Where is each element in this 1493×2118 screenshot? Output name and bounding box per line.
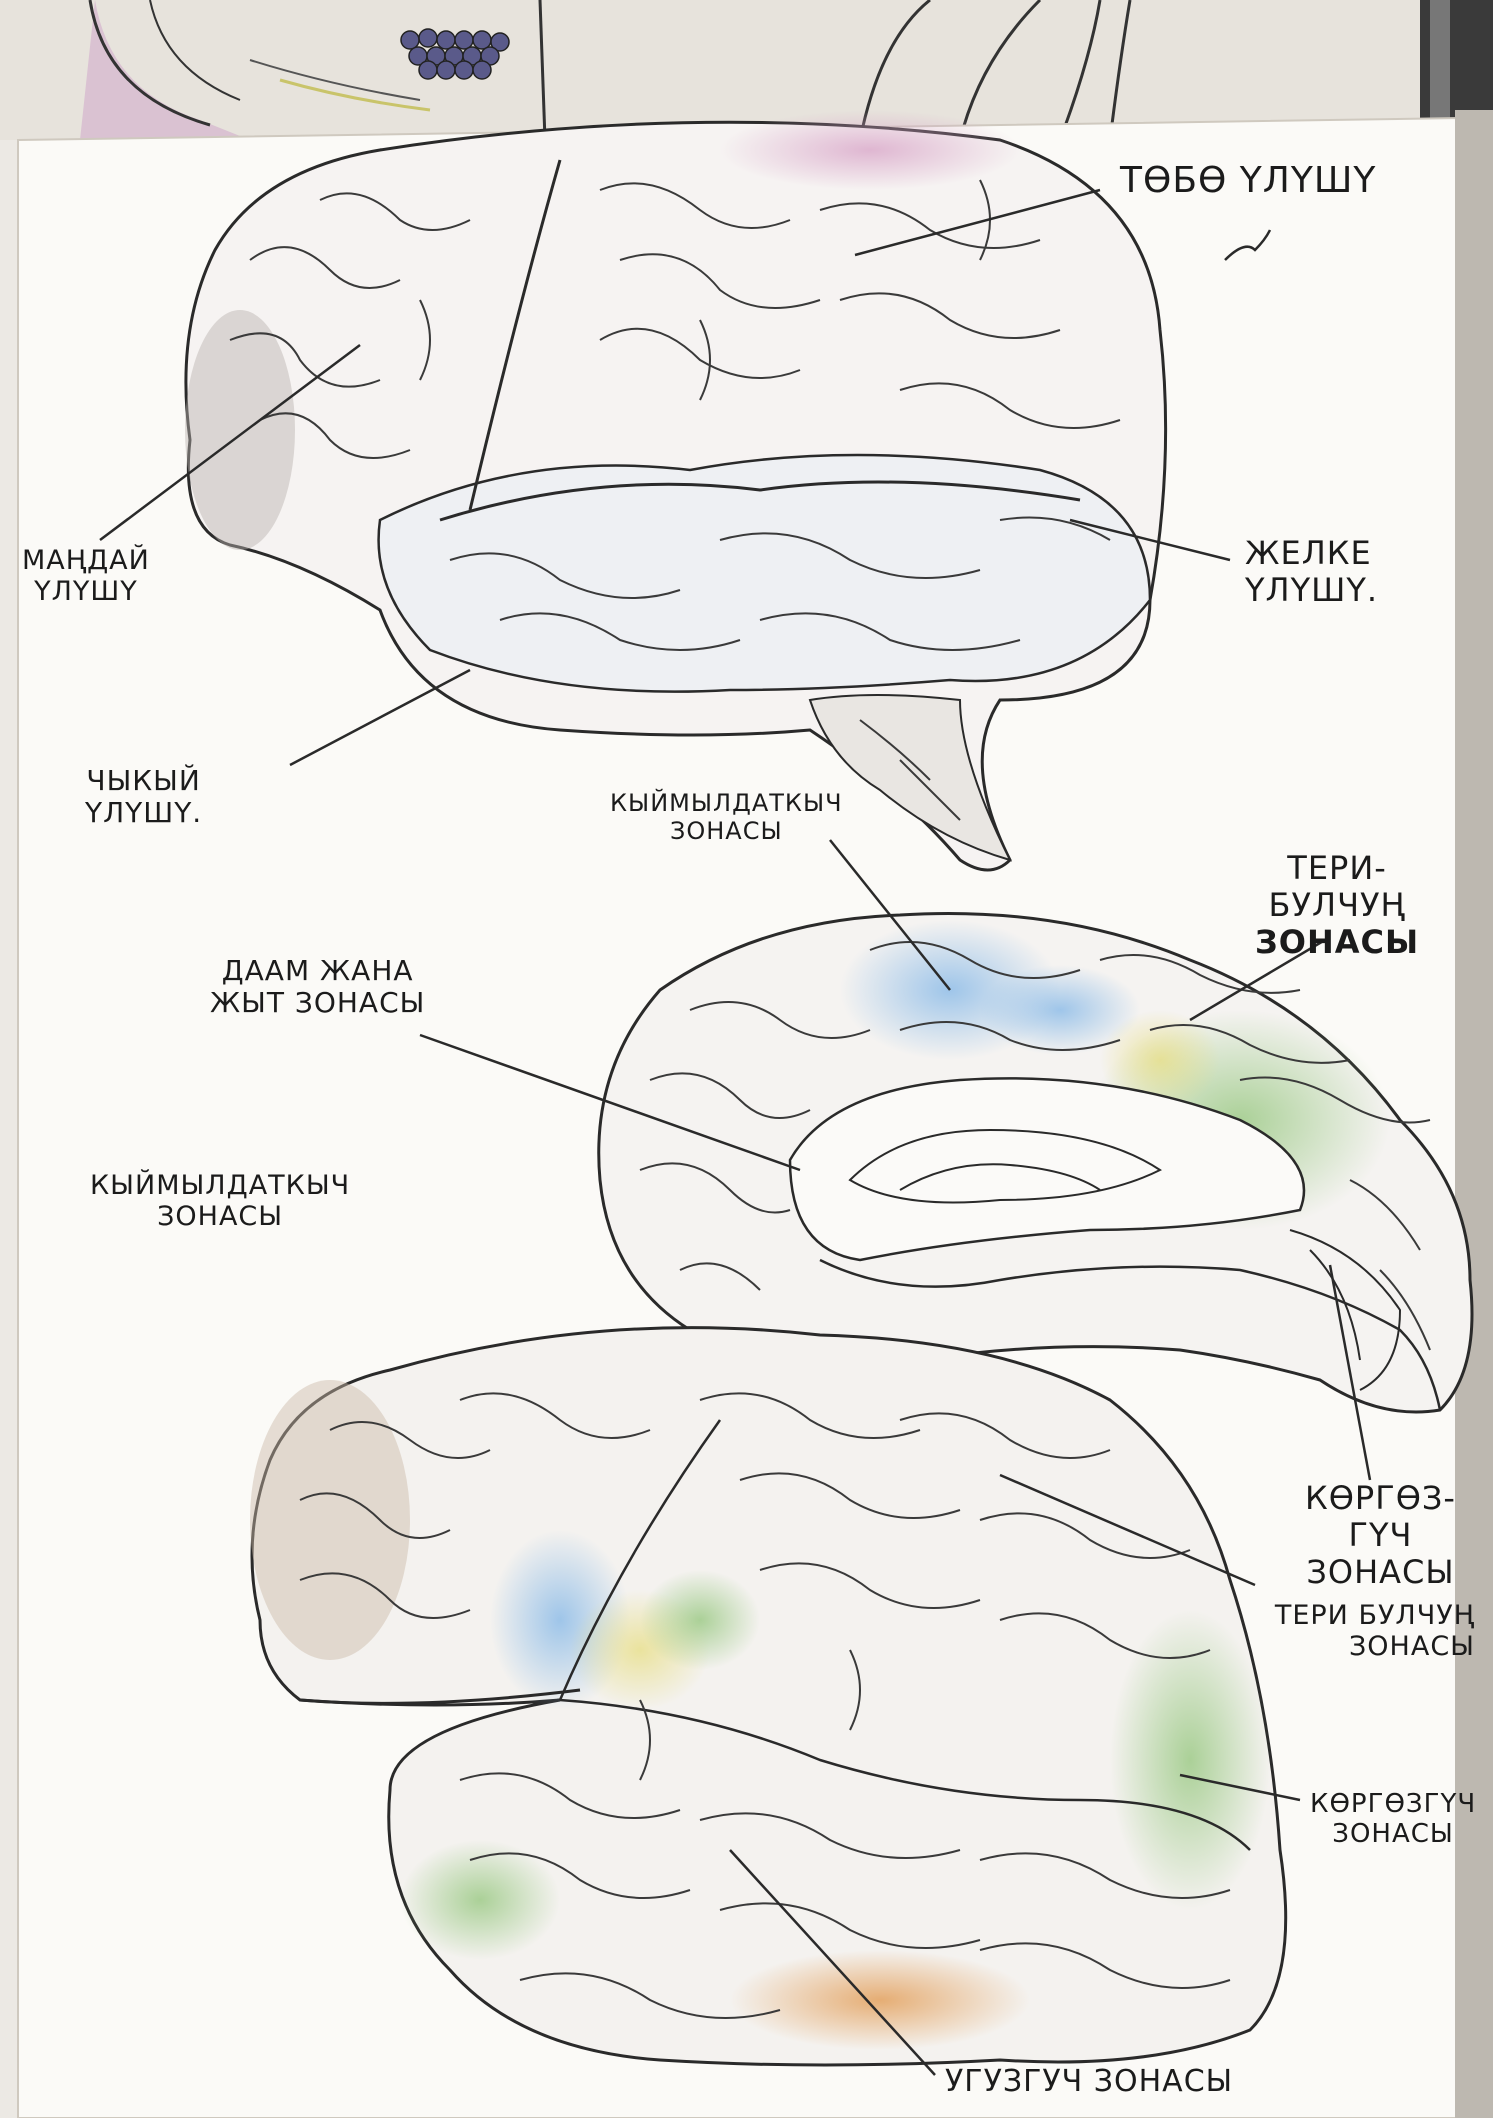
label-visual-zone-lateral: КӨРГӨЗГҮЧ ЗОНАСЫ bbox=[1310, 1790, 1476, 1850]
label-frontal-lobe: МАҢДАЙ ҮЛҮШҮ bbox=[22, 545, 150, 607]
previous-page-strip bbox=[0, 0, 1493, 140]
label-taste-smell-zone: ДААМ ЖАНА ЖЫТ ЗОНАСЫ bbox=[210, 955, 425, 1019]
label-parietal-lobe: ТӨБӨ ҮЛҮШҮ bbox=[1120, 160, 1376, 201]
label-motor-zone-lateral: КЫЙМЫЛДАТКЫЧ ЗОНАСЫ bbox=[90, 1170, 350, 1232]
label-occipital-lobe: ЖЕЛКЕ ҮЛҮШҮ. bbox=[1245, 535, 1378, 609]
label-temporal-lobe: ЧЫКЫЙ ҮЛҮШҮ. bbox=[85, 765, 202, 829]
label-motor-zone-medial: КЫЙМЫЛДАТКЫЧ ЗОНАСЫ bbox=[610, 790, 843, 845]
label-skin-muscle-zone-medial: ТЕРИ- БУЛЧУҢ ЗОНАСЫ bbox=[1255, 850, 1419, 960]
label-skin-muscle-zone-lateral: ТЕРИ БУЛЧУҢ ЗОНАСЫ bbox=[1275, 1600, 1475, 1662]
label-auditory-zone: УГУЗГУЧ ЗОНАСЫ bbox=[945, 2065, 1233, 2100]
label-visual-zone-medial: КӨРГӨЗ- ГҮЧ ЗОНАСЫ bbox=[1305, 1480, 1456, 1590]
